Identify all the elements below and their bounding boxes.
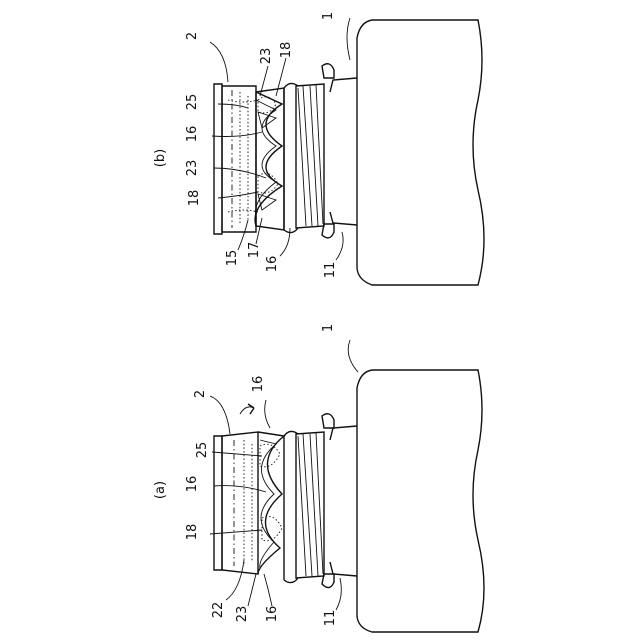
- label-18: 18: [279, 42, 294, 59]
- caption: (b): [153, 149, 168, 167]
- elastic-piece-upper: [260, 444, 280, 467]
- label-16: 16: [265, 256, 280, 273]
- container-neck: [330, 78, 357, 225]
- rotation-arrowhead: [248, 404, 254, 414]
- container-body: [357, 20, 484, 285]
- label-22: 22: [211, 602, 226, 619]
- label-16: 16: [185, 476, 200, 493]
- cap-inner-lines: [228, 92, 258, 224]
- label-25: 25: [195, 442, 210, 459]
- label-1: 1: [321, 324, 336, 332]
- flexible-band-wave-inner: [255, 100, 276, 218]
- container-body: [357, 370, 484, 632]
- cap-lid: [214, 84, 222, 234]
- cap-inner-lines: [244, 440, 252, 566]
- label-23: 23: [235, 606, 250, 623]
- figure-a: (a) 1 2 16 25 16 18 22 23 16 11: [153, 324, 484, 632]
- label-16: 16: [265, 606, 280, 623]
- label-23: 23: [259, 48, 274, 65]
- cap-lid: [214, 436, 222, 570]
- label-11: 11: [323, 610, 338, 627]
- label-1: 1: [321, 12, 336, 20]
- label-2: 2: [185, 32, 200, 40]
- label-11: 11: [323, 262, 338, 279]
- label-25: 25: [185, 94, 200, 111]
- label-16: 16: [251, 376, 266, 393]
- flexible-band-wave: [258, 432, 284, 574]
- label-2: 2: [193, 390, 208, 398]
- thread-ridges: [298, 433, 323, 576]
- label-17: 17: [247, 242, 262, 259]
- cap-skirt: [256, 88, 284, 230]
- container-neck: [330, 426, 357, 576]
- figure-b: (b) 1 2 23 18 25 16 23 18 15 17 16 11: [153, 12, 484, 285]
- label-23: 23: [185, 160, 200, 177]
- label-16: 16: [185, 126, 200, 143]
- caption: (a): [153, 481, 168, 499]
- label-15: 15: [225, 250, 240, 267]
- thread-ridges: [298, 85, 323, 226]
- label-18: 18: [187, 190, 202, 207]
- label-18: 18: [185, 524, 200, 541]
